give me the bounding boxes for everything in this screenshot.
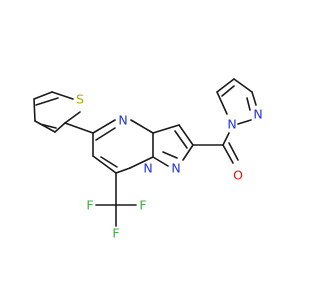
bond xyxy=(100,156,118,168)
bond xyxy=(174,130,188,149)
bond xyxy=(251,91,257,106)
bond xyxy=(64,122,94,134)
bond xyxy=(95,127,116,141)
pyrimidine-nitrogen-atom: N xyxy=(118,113,127,128)
bond xyxy=(162,151,178,159)
bond xyxy=(92,119,116,134)
bond xyxy=(34,120,56,133)
pyrazolyl-second-nitrogen-atom: N xyxy=(253,107,262,122)
bond xyxy=(237,119,252,125)
pyrazole-nitrogen-atom: N xyxy=(171,161,180,176)
atom-label-layer: S N N N N N O F F F xyxy=(76,92,263,241)
bond xyxy=(130,119,154,134)
structure-diagram: S N N N N N O F F F xyxy=(33,78,263,241)
bond xyxy=(152,124,180,134)
pyrazolyl-nitrogen-atom: N xyxy=(227,117,236,132)
fluorine-atom-left: F xyxy=(86,198,93,213)
bond xyxy=(129,156,154,169)
bond xyxy=(115,167,131,174)
bond xyxy=(178,124,194,146)
bond xyxy=(221,85,235,97)
bond xyxy=(54,122,66,133)
bond xyxy=(233,78,253,93)
fluorine-atom-bottom: F xyxy=(112,226,119,241)
bond xyxy=(33,98,36,122)
carbonyl-oxygen-atom: O xyxy=(233,168,243,183)
bond xyxy=(64,111,81,124)
bond xyxy=(51,91,74,100)
bridgehead-nitrogen-atom: N xyxy=(143,161,152,176)
sulfur-atom: S xyxy=(76,92,84,107)
bond xyxy=(222,132,230,146)
bond xyxy=(152,156,169,167)
bond xyxy=(33,91,53,100)
bond xyxy=(182,144,194,161)
bond xyxy=(216,78,235,93)
bond-layer xyxy=(33,78,257,227)
bond xyxy=(228,142,239,161)
bond xyxy=(92,155,117,174)
fluorine-atom-right: F xyxy=(139,198,146,213)
bond xyxy=(216,91,228,115)
bond xyxy=(222,144,234,164)
bond xyxy=(35,97,59,106)
bond xyxy=(246,97,251,111)
bond xyxy=(39,123,57,129)
molecule-canvas: S N N N N N O F F F xyxy=(33,78,263,241)
